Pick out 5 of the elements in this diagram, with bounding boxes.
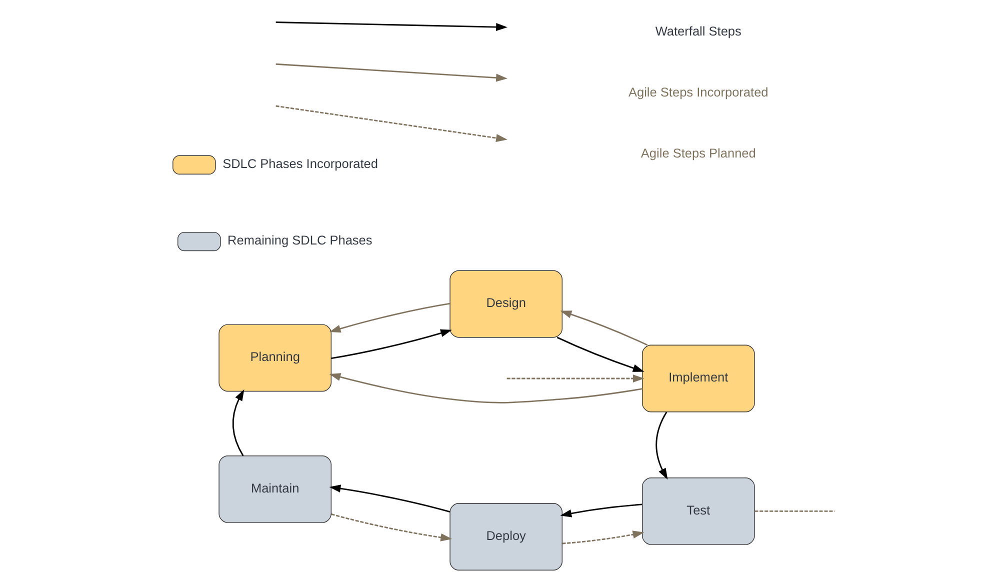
legend-label: Waterfall Steps (654, 23, 741, 38)
legend-label: Agile Steps Planned (640, 145, 756, 160)
legend-label: SDLC Phases Incorporated (222, 156, 378, 172)
legend-label: Agile Steps Incorporated (628, 84, 768, 100)
legend-label: Remaining SDLC Phases (227, 232, 372, 248)
